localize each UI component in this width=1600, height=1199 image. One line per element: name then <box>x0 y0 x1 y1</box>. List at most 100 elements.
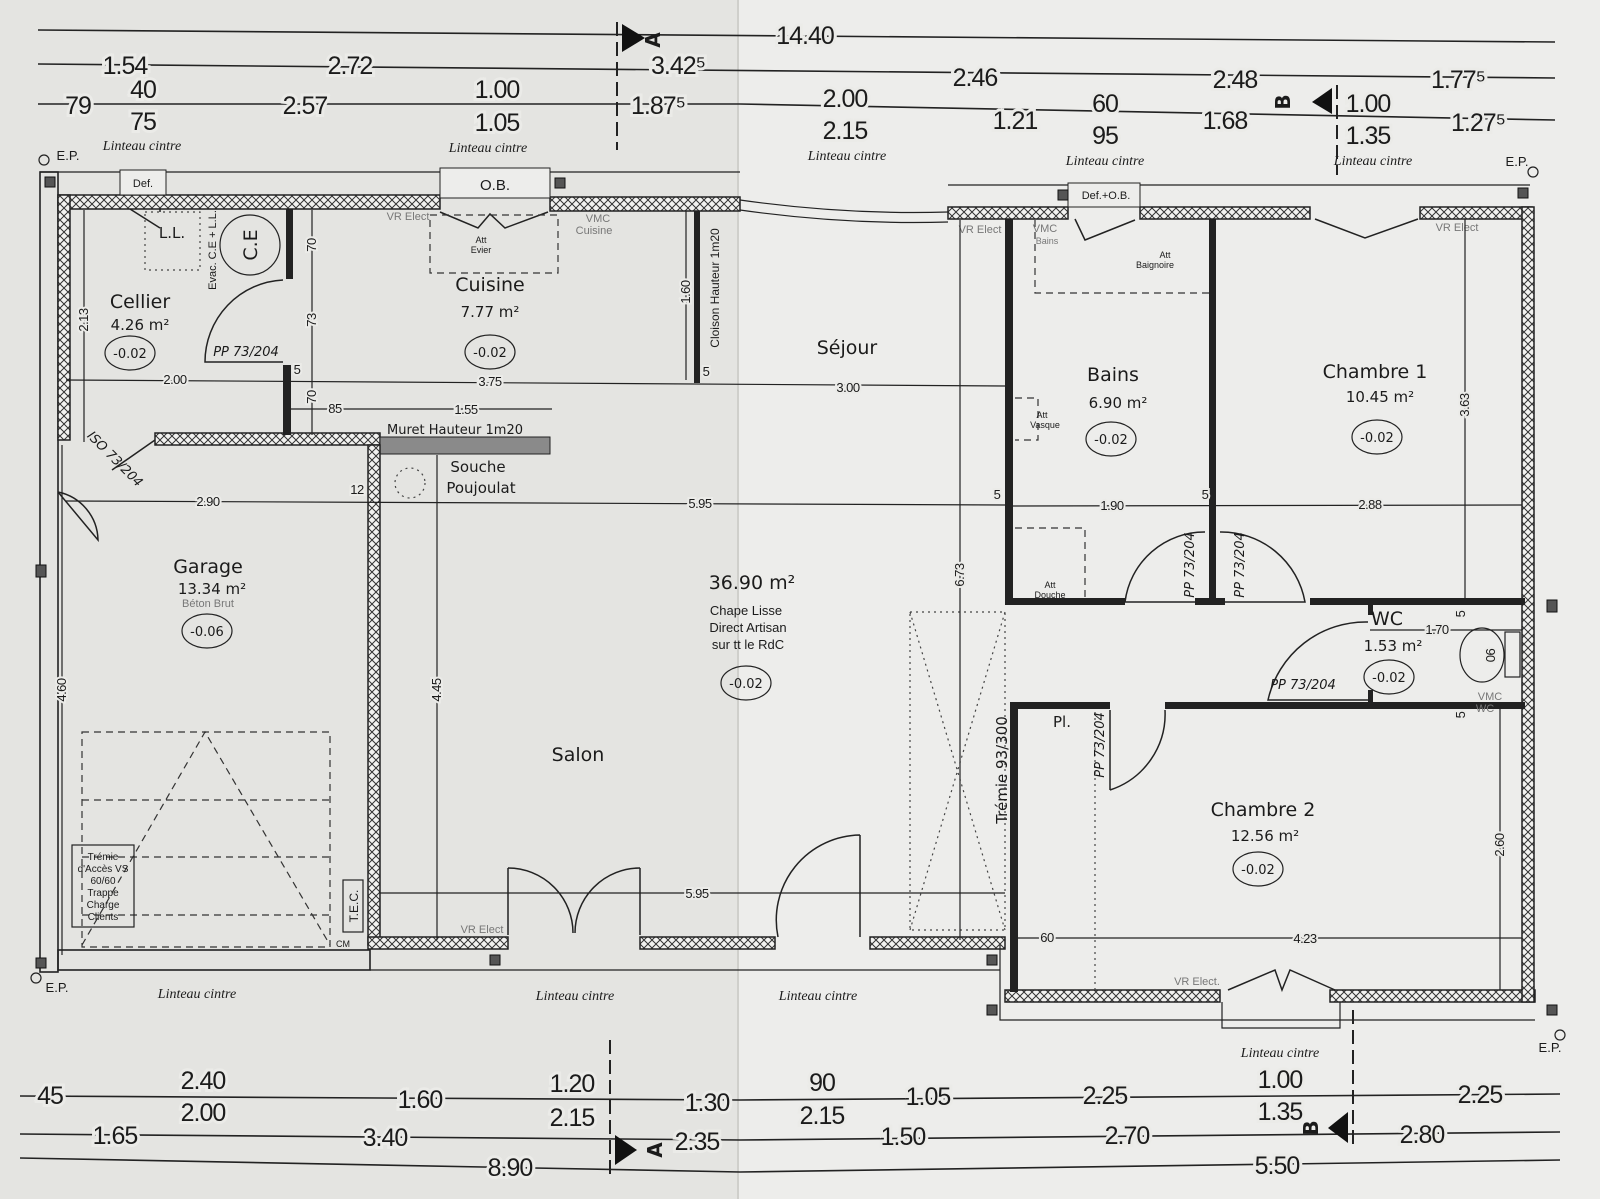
baignoire-label: Baignoire <box>1136 260 1174 270</box>
dim-interior: 5 <box>994 487 1001 502</box>
dim-bottom-1-lower: 2.00 <box>181 1099 226 1127</box>
dim-interior: 70 <box>304 238 319 252</box>
dim-bottom-2: 2.80 <box>1400 1121 1445 1149</box>
room-sejour: Séjour <box>817 337 878 359</box>
dim-bottom-1: 2.25 <box>1458 1081 1503 1109</box>
room-name: Chambre 2 <box>1211 799 1316 821</box>
dim-top-2: 79 <box>65 92 91 120</box>
section-marker-a-bottom: A <box>609 1040 667 1175</box>
dim-bottom-1-lower: 1.35 <box>1258 1098 1303 1126</box>
room-cellier: Cellier 4.26 m² -0.02 <box>104 291 170 371</box>
dim-top-2-lower: 1.35 <box>1346 122 1391 150</box>
vmc-label: VMC <box>586 213 611 225</box>
dim-top-2: 1.27⁵ <box>1451 109 1505 137</box>
dim-overall-top: 14.40 <box>776 22 834 50</box>
cm-label: CM <box>336 939 350 949</box>
lintel-label: Linteau cintre <box>778 989 857 1004</box>
room-level: -0.02 <box>1372 671 1406 686</box>
dim-interior: 3.00 <box>836 380 860 395</box>
room-name: Cellier <box>110 291 170 313</box>
dim-bottom-1-lower: 2.15 <box>800 1102 845 1130</box>
dim-bottom-2: 3.40 <box>363 1124 408 1152</box>
att-label: Att <box>1159 250 1171 260</box>
lintel-label: Linteau cintre <box>102 139 181 154</box>
tremie-access-label: d'Accès VS <box>78 864 129 875</box>
room-level: -0.02 <box>1241 863 1275 878</box>
dim-top-2: 1.68 <box>1203 107 1248 135</box>
tremie-access-label: Charge <box>87 900 120 911</box>
opening-label-ob: O.B. <box>480 177 510 194</box>
dim-interior: 12 <box>350 482 364 497</box>
dim-interior: 1.90 <box>1100 498 1124 513</box>
dim-bottom-1: 1.30 <box>685 1089 730 1117</box>
dim-interior: 4.60 <box>54 678 69 702</box>
dim-interior: 5 <box>294 362 301 377</box>
dim-bottom-3: 5.50 <box>1255 1152 1300 1180</box>
dim-interior: 5.95 <box>685 886 709 901</box>
room-area: 7.77 m² <box>461 303 520 321</box>
att-label: Att <box>1044 580 1056 590</box>
dim-bottom-2: 2.70 <box>1105 1122 1150 1150</box>
dim-top-1: 2.72 <box>328 52 373 80</box>
room-wc: WC 1.53 m² -0.02 <box>1363 608 1423 695</box>
dim-bottom-1-upper: 1.00 <box>1258 1066 1303 1094</box>
room-level: -0.02 <box>1360 431 1394 446</box>
dim-top-2-upper: 1.00 <box>1346 90 1391 118</box>
tremie-access-label: 60/60 <box>90 876 115 887</box>
douche-label: Douche <box>1034 590 1065 600</box>
walls <box>35 167 1558 1029</box>
lintel-label: Linteau cintre <box>157 987 236 1002</box>
vasque-label: Vasque <box>1030 420 1060 430</box>
dim-top-1: 2.48 <box>1213 66 1258 94</box>
dim-top-1: 3.42⁵ <box>651 52 705 80</box>
tremie-access-label: Clients <box>88 912 119 923</box>
room-level: -0.02 <box>113 347 147 362</box>
dim-interior: 6.73 <box>952 563 967 587</box>
dim-bottom-2: 1.50 <box>881 1123 926 1151</box>
dim-interior: 5.95 <box>688 496 712 511</box>
vmc-room-label: WC <box>1476 703 1494 715</box>
dim-bottom-1: 1.60 <box>398 1086 443 1114</box>
dim-interior: 73 <box>304 313 319 327</box>
bottom-dimensions: Linteau cintre Linteau cintre Linteau ci… <box>19 987 1561 1185</box>
dim-top-2-upper: 60 <box>1092 90 1118 118</box>
dim-top-1: 1.77⁵ <box>1431 66 1485 94</box>
room-bains: Bains 6.90 m² -0.02 <box>1085 364 1147 457</box>
vr-elect-label: VR Elect <box>1436 222 1479 234</box>
section-marker-b-top: B <box>1271 85 1338 175</box>
door-label: PP 73/204 <box>1183 532 1198 598</box>
dim-interior: 2.90 <box>196 494 220 509</box>
dim-interior: 2.13 <box>76 308 91 332</box>
dim-top-2-upper: 2.00 <box>823 85 868 113</box>
downpipe-label: E.P. <box>46 980 69 995</box>
dim-bottom-1: 2.25 <box>1083 1082 1128 1110</box>
dim-interior: 2.88 <box>1358 497 1382 512</box>
room-name: Séjour <box>817 337 878 359</box>
room-level: -0.02 <box>473 346 507 361</box>
dim-interior: 85 <box>328 401 342 416</box>
dim-bottom-1: 45 <box>37 1082 63 1110</box>
muret-label: Muret Hauteur 1m20 <box>387 423 523 438</box>
vr-elect-label: VR Elect <box>959 224 1002 236</box>
section-label: A <box>643 1142 667 1158</box>
dim-interior: 5 <box>1453 711 1468 718</box>
dim-top-2: 1.87⁵ <box>631 92 685 120</box>
dim-interior: 70 <box>304 390 319 404</box>
dim-top-2-lower: 2.15 <box>823 117 868 145</box>
souche-label: Poujoulat <box>446 479 515 497</box>
dim-top-2-upper: 1.00 <box>475 76 520 104</box>
downpipe-markers: E.P. E.P. E.P. E.P. <box>30 148 1566 1055</box>
lintel-label: Linteau cintre <box>807 149 886 164</box>
dim-interior: 5 <box>1202 487 1209 502</box>
evier-label: Evier <box>471 245 492 255</box>
doors <box>57 208 1521 993</box>
room-name: Chambre 1 <box>1323 361 1428 383</box>
door-label: PP 73/204 <box>1093 712 1108 778</box>
vmc-label: VMC <box>1033 223 1058 235</box>
room-area: 1.53 m² <box>1364 637 1423 655</box>
room-name: Salon <box>552 744 605 766</box>
tec-label: T.E.C. <box>347 890 361 923</box>
opening-label-def: Def. <box>133 178 153 190</box>
dim-interior: 3.63 <box>1457 393 1472 417</box>
